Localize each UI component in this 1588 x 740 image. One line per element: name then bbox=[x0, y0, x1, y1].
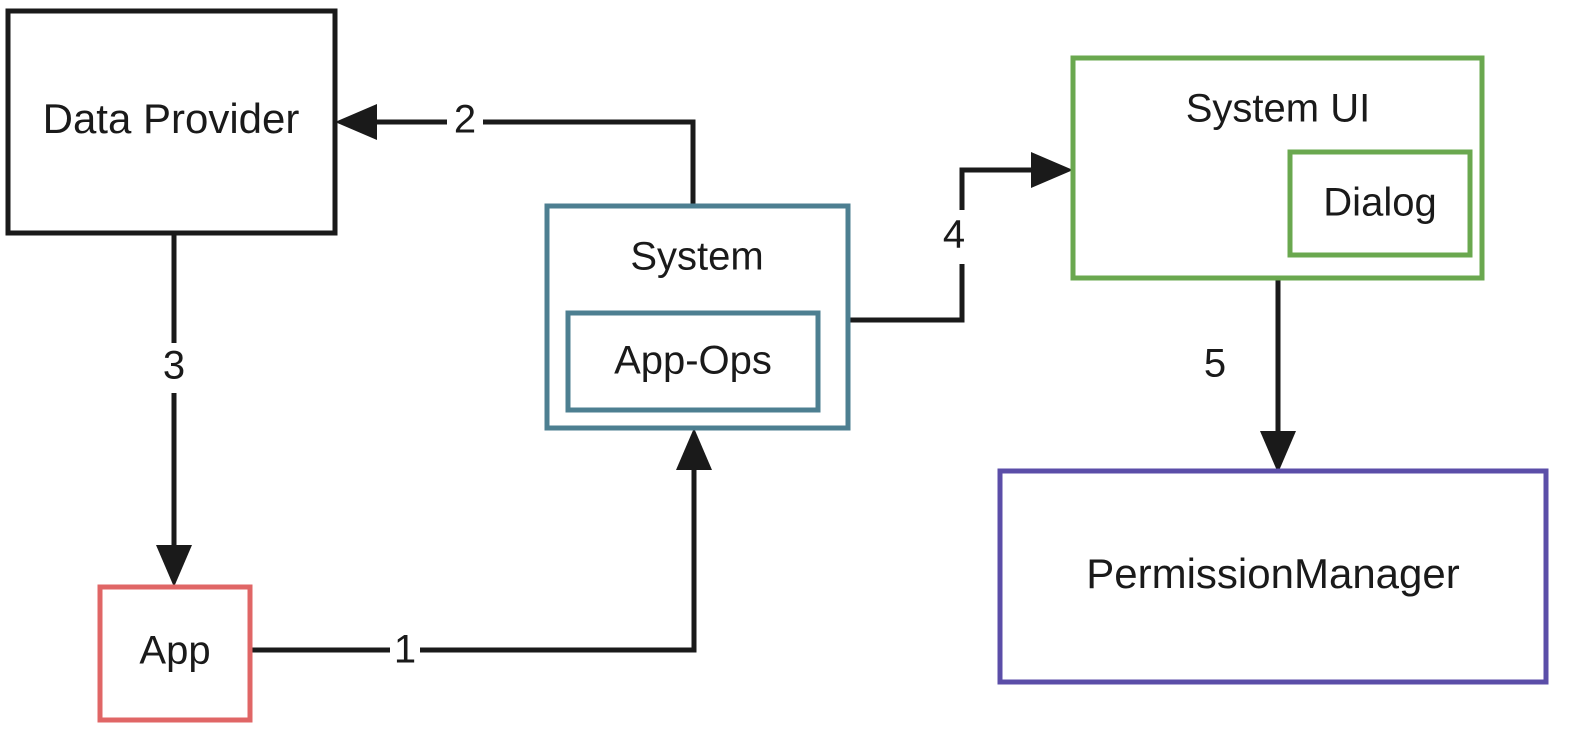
edge-layer: 1 2 3 4 bbox=[156, 98, 1296, 672]
edge-3-label: 3 bbox=[163, 344, 185, 388]
system-ui-label: System UI bbox=[1186, 87, 1370, 131]
edge-2-line bbox=[345, 119, 696, 206]
edge-2-label: 2 bbox=[454, 98, 476, 142]
app-label: App bbox=[139, 629, 210, 673]
node-layer: Data Provider System App-Ops System UI D… bbox=[5, 8, 1549, 723]
edge-2-arrowhead bbox=[335, 104, 377, 140]
system-label: System bbox=[630, 235, 763, 279]
edge-1-arrowhead bbox=[676, 428, 712, 470]
edge-5-label: 5 bbox=[1204, 342, 1226, 386]
edge-1-label: 1 bbox=[394, 628, 416, 672]
dialog-box[interactable] bbox=[1287, 149, 1473, 258]
node-app-ops[interactable]: App-Ops bbox=[565, 310, 821, 413]
node-data-provider[interactable]: Data Provider bbox=[5, 8, 338, 236]
edge-3-arrowhead bbox=[156, 545, 192, 587]
app-ops-label: App-Ops bbox=[614, 339, 772, 383]
app-ops-box[interactable] bbox=[565, 310, 821, 413]
app-box[interactable] bbox=[97, 584, 253, 723]
edge-4-label-bg bbox=[938, 210, 972, 264]
data-provider-label: Data Provider bbox=[43, 95, 300, 142]
edge-4[interactable]: 4 bbox=[848, 152, 1073, 323]
node-dialog[interactable]: Dialog bbox=[1287, 149, 1473, 258]
edge-5[interactable]: 5 bbox=[1204, 278, 1296, 473]
node-permission-manager[interactable]: PermissionManager bbox=[997, 468, 1549, 685]
edge-1[interactable]: 1 bbox=[250, 428, 712, 672]
data-provider-box[interactable] bbox=[5, 8, 338, 236]
edge-3-label-bg bbox=[156, 343, 192, 393]
edge-1-label-bg bbox=[390, 628, 420, 672]
edge-1-line bbox=[250, 438, 697, 653]
edge-4-arrowhead bbox=[1031, 152, 1073, 188]
edge-2-label-bg bbox=[447, 100, 483, 144]
dialog-label: Dialog bbox=[1323, 181, 1436, 225]
edge-2[interactable]: 2 bbox=[335, 98, 696, 206]
edge-3[interactable]: 3 bbox=[156, 233, 192, 587]
edge-5-arrowhead bbox=[1260, 431, 1296, 473]
permission-manager-box[interactable] bbox=[997, 468, 1549, 685]
node-app[interactable]: App bbox=[97, 584, 253, 723]
edge-4-label: 4 bbox=[943, 213, 965, 257]
permission-manager-label: PermissionManager bbox=[1086, 550, 1460, 597]
